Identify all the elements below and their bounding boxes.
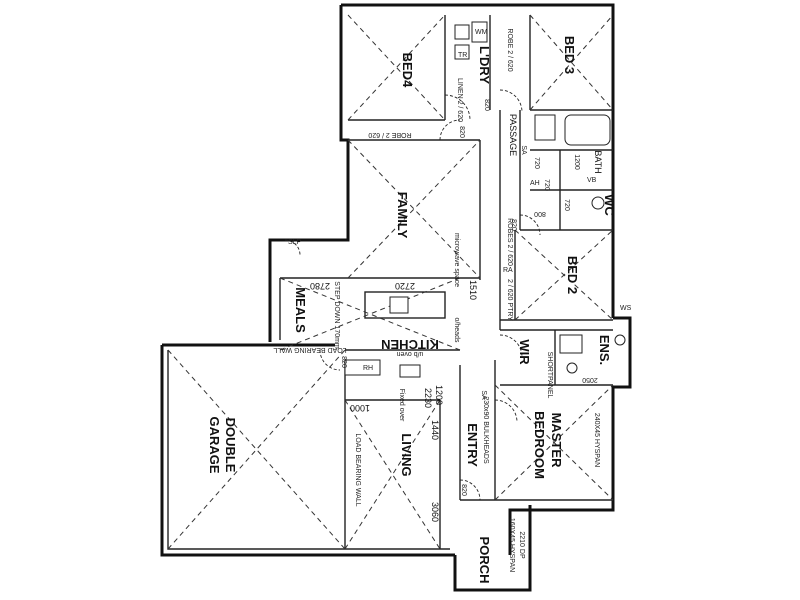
room-porch: PORCH <box>477 537 492 584</box>
dim-2230: 2230 <box>423 388 433 408</box>
label-tr: TR <box>458 52 467 59</box>
bath-tub <box>564 114 611 146</box>
dim-1200-b: 1200 <box>573 154 580 170</box>
dim-3060: 3060 <box>430 502 440 522</box>
dim-1440: 1440 <box>430 420 440 440</box>
dim-820-d: 820 <box>340 356 347 368</box>
dim-2780: 2780 <box>310 281 330 291</box>
vanity-basin <box>534 114 556 141</box>
room-passage: PASSAGE <box>508 114 518 156</box>
dim-820-c: 820 <box>510 219 517 231</box>
room-bed2: BED 2 <box>565 256 580 294</box>
label-sa-passage: SA <box>520 145 527 155</box>
label-headspan: 240X45 HYSPAN <box>593 413 600 467</box>
room-meals: MEALS <box>293 287 308 333</box>
room-wc: WC <box>602 194 617 216</box>
room-entry: ENTRY <box>465 423 480 467</box>
label-microwave: microwave space <box>453 233 460 287</box>
label-step-down: STEP DOWN 170mm <box>333 281 340 349</box>
cooktop <box>399 364 421 378</box>
label-vb: VB <box>587 177 597 184</box>
label-slp: SLP <box>288 239 302 246</box>
label-uboven: u/b oven <box>396 350 423 357</box>
room-kitchen: KITCHEN <box>381 337 439 352</box>
dimensions: 2780 2720 1510 1000 2230 1200 1440 3060 … <box>310 99 598 522</box>
dim-720-a: 720 <box>533 157 540 169</box>
room-diagonals <box>167 14 614 550</box>
room-master: MASTER <box>549 413 564 469</box>
label-ah: AH <box>530 180 540 187</box>
room-bedroom: BEDROOM <box>532 411 547 479</box>
room-family: FAMILY <box>395 192 410 239</box>
label-porch-beam: 160X45 HYSPAN <box>508 518 515 572</box>
label-porch-dp: 2210 DP <box>518 531 525 559</box>
dim-720-c: 720 <box>563 199 570 211</box>
dim-2720: 2720 <box>395 281 415 291</box>
room-labels: BED4 L'DRY BED 3 FAMILY BED 2 MEALS KITC… <box>207 36 617 584</box>
room-garage-2: DOUBLE <box>223 418 238 473</box>
room-wir: WIR <box>517 339 532 365</box>
annotations: ROBE 2 / 620 ROBE 2 / 620 LINEN 2 / 620 … <box>273 28 631 572</box>
label-oheads: o/heads <box>453 318 460 343</box>
fixtures <box>344 21 626 378</box>
label-load-bearing-2: LOAD BEARING WALL <box>354 433 361 506</box>
dim-820-b: 820 <box>458 126 465 138</box>
ensuite-vanity <box>559 334 583 354</box>
dim-820-e: 820 <box>460 484 467 496</box>
room-ldry: L'DRY <box>477 46 492 84</box>
ensuite-toilet <box>566 362 578 374</box>
room-bed4: BED4 <box>400 53 415 88</box>
dim-1000: 1000 <box>350 403 370 413</box>
dim-2050: 2050 <box>582 376 598 383</box>
label-rh: RH <box>363 365 373 372</box>
dryer <box>454 44 470 60</box>
kitchen-sink <box>389 296 409 314</box>
label-fixed-over: Fixed over <box>398 389 405 422</box>
dim-1510: 1510 <box>468 280 478 300</box>
washing-machine <box>471 21 488 43</box>
dim-820-a: 820 <box>483 99 490 111</box>
dim-1200: 1200 <box>434 385 444 405</box>
toilet-wc <box>591 196 605 210</box>
label-wm: WM <box>475 29 488 36</box>
label-bulkhead: 230x90 BULKHEADS <box>482 396 489 464</box>
dim-720-b: 720 <box>543 179 550 191</box>
room-bed3: BED 3 <box>562 36 577 74</box>
label-ptry: 2 / 620 PTRY <box>506 279 513 321</box>
label-linen: LINEN 2 / 620 <box>456 78 463 122</box>
room-living: LIVING <box>399 433 414 476</box>
label-load-bearing-1: LOAD BEARING WALL <box>273 346 346 353</box>
label-ra: RA <box>503 267 513 274</box>
label-sa-entry: SA <box>480 390 487 400</box>
label-shortpanel: SHORTPANEL <box>546 352 553 399</box>
door-swings <box>284 89 541 501</box>
label-ws: WS <box>620 305 632 312</box>
outer-walls <box>160 3 632 592</box>
interior-walls <box>279 15 613 549</box>
room-ens: ENS. <box>597 335 612 365</box>
laundry-tub <box>454 24 470 40</box>
ensuite-basin <box>614 334 626 346</box>
dim-800: 800 <box>534 210 546 217</box>
room-garage-1: GARAGE <box>207 416 222 473</box>
label-robe-bed4: ROBE 2 / 620 <box>368 131 411 138</box>
room-bath: BATH <box>593 150 603 173</box>
label-robe-bed3: ROBE 2 / 620 <box>506 28 513 71</box>
label-robes-bed2: ROBES 2 / 620 <box>506 218 513 266</box>
fridge-space <box>344 359 381 376</box>
